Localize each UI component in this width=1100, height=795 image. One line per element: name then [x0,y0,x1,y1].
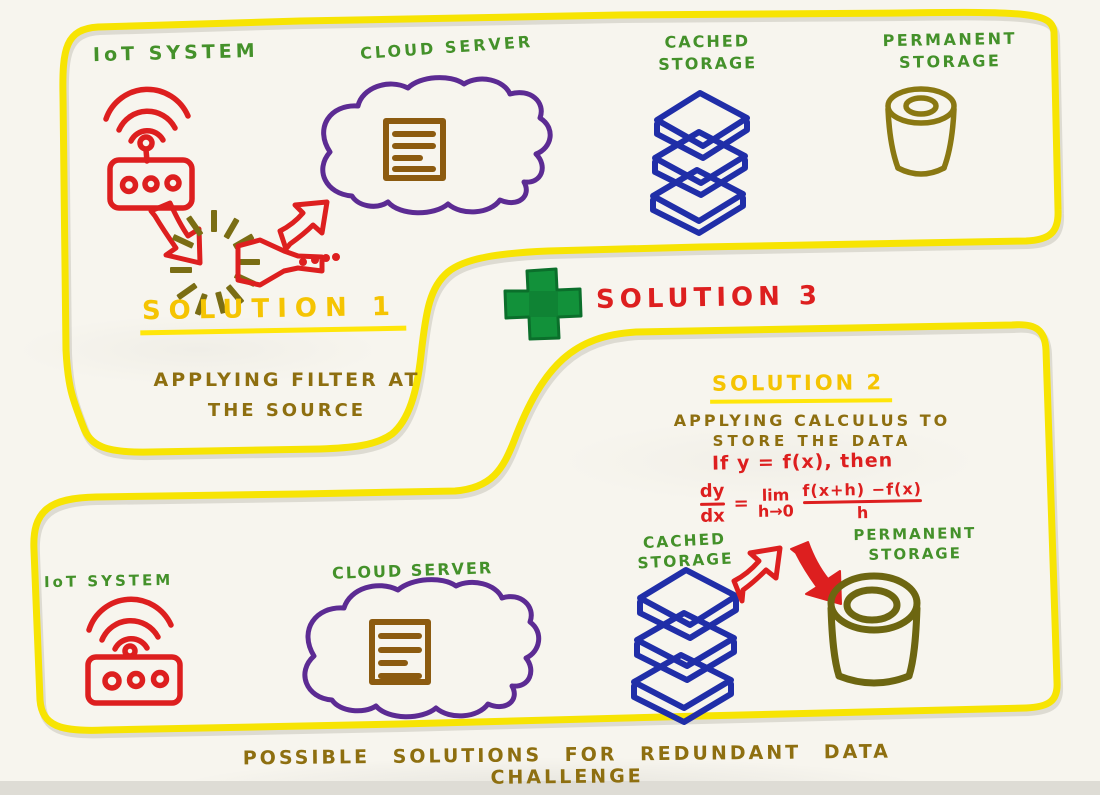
device-body [85,654,183,706]
solution2-condition: If y = f(x), then [711,449,894,475]
label-permanent-top: PERMANENT STORAGE [882,28,1018,72]
cached-storage-icon-bottom [631,567,739,725]
wifi-arc [128,127,166,144]
arrow-filter-to-cloud-icon [277,199,330,252]
top-region-border [59,8,1062,456]
label-cached-bottom: CACHED STORAGE [637,529,735,573]
wifi-arc [86,596,174,633]
antenna-knob [137,134,155,152]
data-drip-dots-icon [299,253,340,266]
label-iot-bottom: IoT SYSTEM [43,570,174,592]
solution2-heading: SOLUTION 2 [709,370,893,404]
plus-icon [503,267,583,341]
cloud-outline [320,75,553,216]
dy-dx-fraction: dy dx [699,480,725,527]
wifi-arc [112,635,150,652]
cloud-server-icon-bottom [302,577,542,720]
solution3-heading: SOLUTION 3 [595,281,823,315]
wifi-arc [116,108,178,133]
wifi-arc [103,86,191,122]
server-box [369,619,431,685]
solution1-heading: SOLUTION 1 [139,291,407,336]
diagram-caption: POSSIBLE SOLUTIONS FOR REDUNDANT DATA CH… [242,740,892,789]
arrow-to-permanent-icon [790,541,842,605]
bottom-region-border [30,321,1061,734]
cloud-server-icon-top [320,75,553,216]
wifi-arc [99,617,161,643]
solution2-description: APPLYING CALCULUS TO STORE THE DATA [673,411,951,450]
label-permanent-bottom: PERMANENT STORAGE [853,523,977,564]
iot-device-icon-top [103,86,195,211]
filter-funnel-icon [235,237,325,288]
solution1-description: APPLYING FILTER AT THE SOURCE [153,369,421,421]
paper-edge [0,781,1100,795]
cached-storage-icon-top [650,90,750,236]
limit-stack: lim h→0 [757,484,794,521]
arrow-cache-up-icon [731,545,783,604]
cloud-outline [302,577,542,720]
label-iot-top: IoT SYSTEM [92,39,259,67]
difference-quotient: f(x+h) −f(x) h [802,479,923,523]
device-body [107,157,195,211]
permanent-storage-icon-bottom [827,572,921,687]
permanent-storage-icon-top [885,86,957,177]
label-cached-top: CACHED STORAGE [658,31,758,74]
equals-sign: = [733,493,749,515]
server-box [383,118,446,181]
arrow-device-to-filter-icon [148,200,203,266]
iot-device-icon-bottom [85,596,183,706]
derivative-formula: dy dx = lim h→0 f(x+h) −f(x) h [699,479,923,527]
